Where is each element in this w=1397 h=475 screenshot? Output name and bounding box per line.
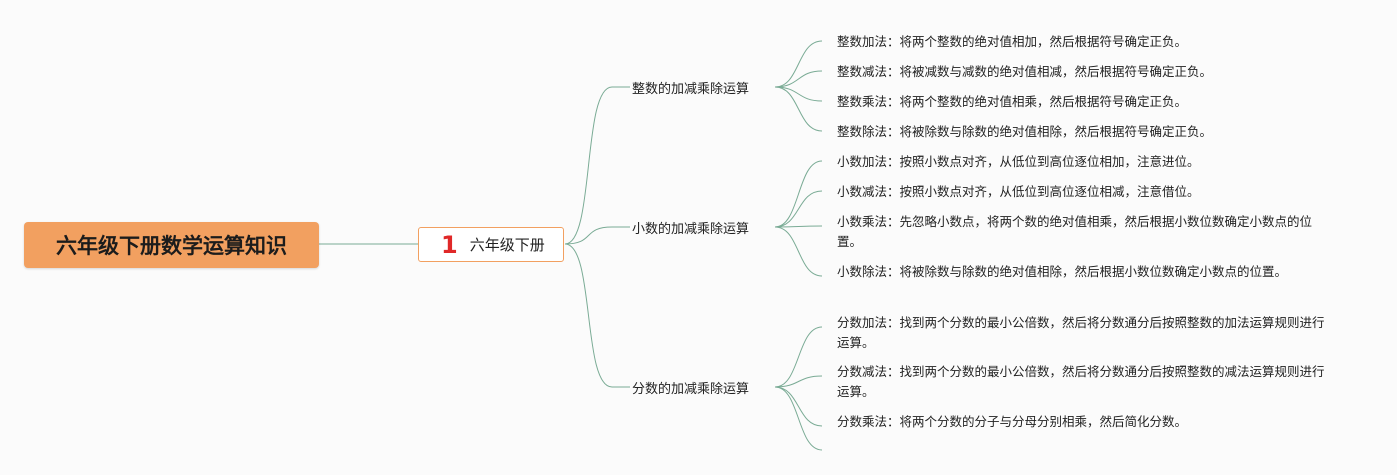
leaf-decimal-add[interactable]: 小数加法：按照小数点对齐，从低位到高位逐位相加，注意进位。	[837, 154, 1200, 169]
leaf-integer-divide[interactable]: 整数除法：将被除数与除数的绝对值相除，然后根据符号确定正负。	[837, 124, 1213, 139]
leaf-integer-add[interactable]: 整数加法：将两个整数的绝对值相加，然后根据符号确定正负。	[837, 34, 1188, 49]
connector-leaf-0-2	[774, 86, 823, 102]
connector-leaf-2-0	[774, 326, 823, 388]
connector-branch-2	[564, 243, 630, 388]
connector-leaf-0-1	[774, 70, 823, 88]
leaf-decimal-divide[interactable]: 小数除法：将被除数与除数的绝对值相除，然后根据小数位数确定小数点的位置。	[837, 264, 1288, 279]
connector-leaf-0-3	[774, 86, 823, 132]
connector-leaf-0-0	[774, 40, 823, 88]
branch-integer[interactable]: 整数的加减乘除运算	[632, 82, 750, 97]
leaf-decimal-multiply[interactable]: 小数乘法：先忽略小数点，将两个数的绝对值相乘，然后根据小数位数确定小数点的位置。	[837, 214, 1313, 249]
connector-leaf-2-2	[774, 386, 823, 427]
connector-leaf-2-3	[774, 386, 823, 451]
level1-topic-label: 六年级下册	[469, 236, 545, 254]
branch-fraction[interactable]: 分数的加减乘除运算	[632, 382, 750, 397]
leaf-integer-multiply[interactable]: 整数乘法：将两个整数的绝对值相乘，然后根据符号确定正负。	[837, 94, 1188, 109]
connector-branch-0	[564, 86, 630, 245]
connector-leaf-1-1	[774, 190, 823, 228]
leaf-decimal-subtract[interactable]: 小数减法：按照小数点对齐，从低位到高位逐位相减，注意借位。	[837, 184, 1200, 199]
root-topic[interactable]: 六年级下册数学运算知识	[24, 222, 319, 268]
leaf-fraction-multiply[interactable]: 分数乘法：将两个分数的分子与分母分别相乘，然后简化分数。	[837, 414, 1188, 429]
leaf-fraction-add[interactable]: 分数加法：找到两个分数的最小公倍数，然后将分数通分后按照整数的加法运算规则进行运…	[837, 315, 1325, 350]
connector-leaf-1-0	[774, 160, 823, 228]
topic-number-badge: 1	[441, 230, 458, 259]
connector-leaf-1-2	[774, 225, 823, 228]
leaf-fraction-subtract[interactable]: 分数减法：找到两个分数的最小公倍数，然后将分数通分后按照整数的减法运算规则进行运…	[837, 364, 1325, 399]
root-topic-label: 六年级下册数学运算知识	[56, 234, 287, 258]
leaf-integer-subtract[interactable]: 整数减法：将被减数与减数的绝对值相减，然后根据符号确定正负。	[837, 64, 1213, 79]
connector-branch-1	[564, 226, 630, 245]
connector-leaf-1-3	[774, 226, 823, 277]
branch-decimal[interactable]: 小数的加减乘除运算	[632, 222, 750, 237]
level1-topic[interactable]: 1 六年级下册	[418, 227, 564, 262]
connector-leaf-2-1	[774, 375, 823, 388]
